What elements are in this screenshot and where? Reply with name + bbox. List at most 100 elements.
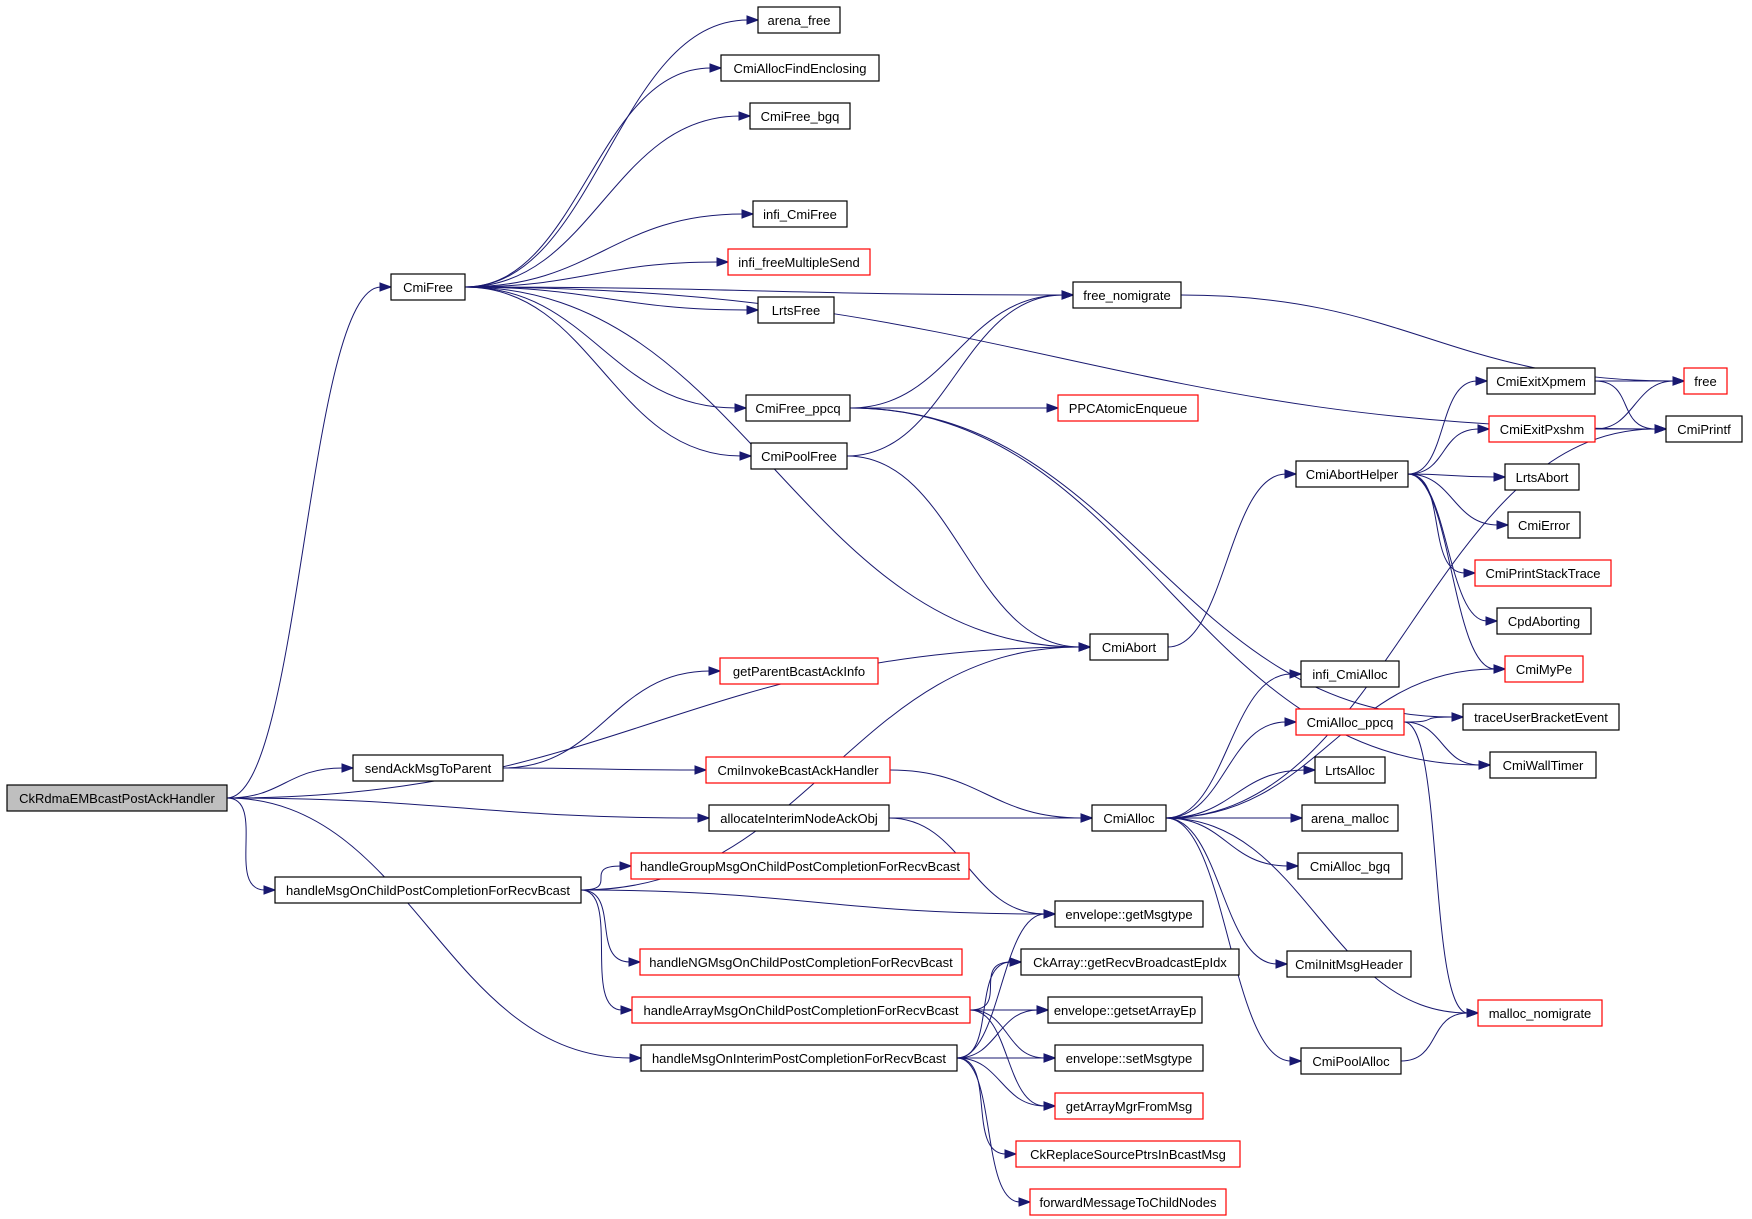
node-label: CmiAlloc_bgq: [1310, 859, 1390, 874]
node-CmiInitMsgHeader[interactable]: CmiInitMsgHeader: [1286, 950, 1412, 978]
node-getRecvBroadcastEpIdx[interactable]: CkArray::getRecvBroadcastEpIdx: [1020, 948, 1240, 976]
arrowhead-icon: [1463, 568, 1477, 578]
node-getArrayMgrFromMsg[interactable]: getArrayMgrFromMsg: [1054, 1092, 1204, 1120]
node-CmiMyPe[interactable]: CmiMyPe: [1504, 655, 1584, 683]
arrowhead-icon: [741, 209, 755, 219]
edge-handleMsgOnInterim-to-getMsgtype: [956, 909, 1057, 1059]
node-CmiInvokeBcastAckHandler[interactable]: CmiInvokeBcastAckHandler: [705, 756, 891, 784]
edge-CmiAlloc-to-CmiPoolAlloc: [1165, 817, 1303, 1066]
node-infi_freeMultipleSend[interactable]: infi_freeMultipleSend: [727, 248, 871, 276]
node-CmiAlloc_ppcq[interactable]: CmiAlloc_ppcq: [1295, 708, 1405, 736]
node-box: [1072, 281, 1182, 309]
edge-CmiFree-to-CmiPoolFree: [464, 286, 753, 461]
arrowhead-icon: [1286, 861, 1300, 871]
node-free[interactable]: free: [1683, 367, 1728, 395]
node-PPCAtomicEnqueue[interactable]: PPCAtomicEnqueue: [1057, 394, 1199, 422]
node-infi_CmiFree[interactable]: infi_CmiFree: [752, 200, 848, 228]
node-getMsgtype[interactable]: envelope::getMsgtype: [1054, 900, 1204, 928]
arrowhead-icon: [709, 63, 723, 73]
edge-CmiPoolFree-to-free_nomigrate: [846, 290, 1075, 457]
node-box: [1054, 900, 1204, 928]
edge-CmiAbortHelper-to-CmiExitPxshm: [1407, 424, 1491, 475]
node-box: [1020, 948, 1240, 976]
arrowhead-icon: [1080, 813, 1094, 823]
node-box: [1091, 804, 1167, 832]
node-CmiExitPxshm[interactable]: CmiExitPxshm: [1488, 415, 1596, 443]
edge-layer: [226, 15, 1686, 1207]
node-CpdAborting[interactable]: CpdAborting: [1496, 607, 1592, 635]
node-CmiPrintf[interactable]: CmiPrintf: [1665, 415, 1743, 443]
node-CmiFree_ppcq[interactable]: CmiFree_ppcq: [745, 394, 851, 422]
edge-CmiExitPxshm-to-free: [1594, 376, 1686, 430]
node-traceUserBracketEvent[interactable]: traceUserBracketEvent: [1462, 703, 1620, 731]
node-label: sendAckMsgToParent: [365, 761, 492, 776]
node-box: [1488, 415, 1596, 443]
arrowhead-icon: [739, 451, 753, 461]
node-box: [1300, 660, 1400, 688]
arrowhead-icon: [629, 1053, 643, 1063]
node-sendAckMsgToParent[interactable]: sendAckMsgToParent: [352, 754, 504, 782]
node-label: CkArray::getRecvBroadcastEpIdx: [1033, 955, 1227, 970]
node-box: [274, 876, 582, 904]
node-CmiPrintStackTrace[interactable]: CmiPrintStackTrace: [1474, 559, 1612, 587]
node-CmiWallTimer[interactable]: CmiWallTimer: [1489, 751, 1597, 779]
node-box: [720, 54, 880, 82]
node-malloc_nomigrate[interactable]: malloc_nomigrate: [1477, 999, 1603, 1027]
node-box: [1301, 804, 1399, 832]
node-box: [1295, 708, 1405, 736]
node-box: [1300, 1047, 1402, 1075]
node-label: getParentBcastAckInfo: [733, 664, 865, 679]
node-getsetArrayEp[interactable]: envelope::getsetArrayEp: [1047, 996, 1203, 1024]
node-setMsgtype[interactable]: envelope::setMsgtype: [1054, 1044, 1204, 1072]
node-allocateInterimNodeAckObj[interactable]: allocateInterimNodeAckObj: [708, 804, 890, 832]
node-handleMsgOnChild[interactable]: handleMsgOnChildPostCompletionForRecvBca…: [274, 876, 582, 904]
edge-handleMsgOnInterim-to-forwardMessage: [956, 1057, 1032, 1207]
node-CmiAlloc[interactable]: CmiAlloc: [1091, 804, 1167, 832]
edge-handleMsgOnChild-to-handleNGMsg: [580, 889, 642, 967]
node-CmiAlloc_bgq[interactable]: CmiAlloc_bgq: [1297, 852, 1403, 880]
node-box: [1029, 1188, 1227, 1216]
arrowhead-icon: [1478, 760, 1492, 770]
node-CmiPoolAlloc[interactable]: CmiPoolAlloc: [1300, 1047, 1402, 1075]
node-forwardMessage[interactable]: forwardMessageToChildNodes: [1029, 1188, 1227, 1216]
node-root[interactable]: CkRdmaEMBcastPostAckHandler: [6, 784, 228, 812]
node-label: arena_free: [768, 13, 831, 28]
edge-handleMsgOnInterim-to-getsetArrayEp: [956, 1005, 1050, 1059]
edge-CmiAlloc-to-arena_malloc: [1166, 813, 1304, 823]
edge-CmiAlloc_ppcq-to-CmiWallTimer: [1403, 721, 1492, 770]
node-free_nomigrate[interactable]: free_nomigrate: [1072, 281, 1182, 309]
arrowhead-icon: [1043, 1053, 1057, 1063]
node-infi_CmiAlloc[interactable]: infi_CmiAlloc: [1300, 660, 1400, 688]
node-box: [1054, 1092, 1204, 1120]
arrowhead-icon: [619, 861, 633, 871]
arrowhead-icon: [341, 763, 355, 773]
node-LrtsAlloc[interactable]: LrtsAlloc: [1314, 756, 1386, 784]
node-getParentBcastAckInfo[interactable]: getParentBcastAckInfo: [719, 657, 879, 685]
node-CmiAllocFindEnclosing[interactable]: CmiAllocFindEnclosing: [720, 54, 880, 82]
edge-CmiFree-to-arena_free: [464, 15, 760, 288]
node-CmiAbortHelper[interactable]: CmiAbortHelper: [1295, 460, 1409, 488]
node-LrtsFree[interactable]: LrtsFree: [757, 296, 835, 324]
node-arena_malloc[interactable]: arena_malloc: [1301, 804, 1399, 832]
edge-CmiFree-to-infi_freeMultipleSend: [464, 257, 730, 288]
node-CmiAbort[interactable]: CmiAbort: [1089, 633, 1169, 661]
node-CmiExitXpmem[interactable]: CmiExitXpmem: [1486, 367, 1596, 395]
arrowhead-icon: [263, 885, 277, 895]
node-box: [708, 804, 890, 832]
node-handleArrayMsg[interactable]: handleArrayMsgOnChildPostCompletionForRe…: [631, 996, 971, 1024]
node-arena_free[interactable]: arena_free: [757, 6, 841, 34]
node-handleNGMsg[interactable]: handleNGMsgOnChildPostCompletionForRecvB…: [639, 948, 963, 976]
edge-root-to-sendAckMsgToParent: [226, 763, 355, 799]
node-handleGroupMsg[interactable]: handleGroupMsgOnChildPostCompletionForRe…: [630, 852, 970, 880]
node-label: CmiInitMsgHeader: [1295, 957, 1403, 972]
node-label: CmiPrintStackTrace: [1485, 566, 1600, 581]
node-CmiPoolFree[interactable]: CmiPoolFree: [750, 442, 848, 470]
node-handleMsgOnInterim[interactable]: handleMsgOnInterimPostCompletionForRecvB…: [640, 1044, 958, 1072]
node-CmiFree_bgq[interactable]: CmiFree_bgq: [749, 102, 851, 130]
node-CkReplaceSourcePtrs[interactable]: CkReplaceSourcePtrsInBcastMsg: [1015, 1140, 1241, 1168]
arrowhead-icon: [1046, 403, 1060, 413]
node-CmiFree[interactable]: CmiFree: [390, 273, 466, 301]
node-LrtsAbort[interactable]: LrtsAbort: [1504, 463, 1580, 491]
node-box: [1496, 607, 1592, 635]
node-CmiError[interactable]: CmiError: [1507, 511, 1581, 539]
